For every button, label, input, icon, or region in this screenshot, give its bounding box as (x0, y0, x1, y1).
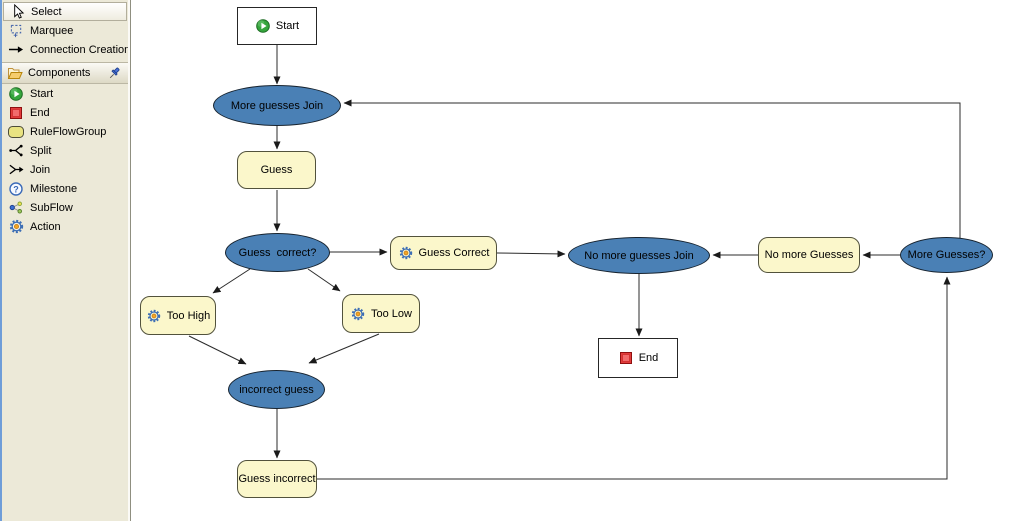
palette-tool-select[interactable]: Select (3, 2, 127, 21)
palette-item-label: Milestone (30, 182, 78, 195)
connector-too-low-to-incorrect-guess[interactable] (308, 333, 380, 364)
gear-icon (398, 245, 414, 261)
palette-tool-label: Marquee (30, 24, 74, 37)
node-more-guesses-question[interactable]: More Guesses? (900, 237, 993, 273)
palette-tool-label: Select (31, 5, 62, 18)
connector-too-high-to-incorrect-guess[interactable] (188, 335, 247, 365)
connections-layer (188, 45, 961, 480)
connector-guess-correct-q-to-too-low[interactable] (307, 268, 341, 292)
node-label: More Guesses? (907, 249, 986, 261)
node-label: No more Guesses (764, 249, 854, 261)
node-label: Start (275, 20, 300, 32)
gear-icon (350, 306, 366, 322)
palette-item-action[interactable]: Action (3, 217, 127, 236)
node-incorrect-guess[interactable]: incorrect guess (228, 370, 325, 409)
node-guess-correct[interactable]: Guess Correct (390, 236, 497, 270)
node-label: Guess (260, 164, 293, 176)
node-label: Too High (166, 309, 211, 322)
palette-item-end[interactable]: End (3, 103, 127, 122)
node-start[interactable]: Start (237, 7, 317, 45)
folder-icon (7, 65, 23, 81)
palette-item-ruleflowgroup[interactable]: RuleFlowGroup (3, 122, 127, 141)
join-icon (8, 162, 24, 178)
start-icon (255, 18, 271, 34)
palette: Select Marquee Connection Creation Compo… (0, 0, 131, 521)
node-too-low[interactable]: Too Low (342, 294, 420, 333)
palette-sash[interactable] (128, 0, 130, 521)
node-no-more-guesses-join[interactable]: No more guesses Join (568, 237, 710, 274)
cursor-icon (9, 4, 25, 20)
node-no-more-guesses[interactable]: No more Guesses (758, 237, 860, 273)
palette-item-start[interactable]: Start (3, 84, 127, 103)
milestone-icon: ? (8, 181, 24, 197)
connector-more-guesses-q-to-more-guesses-join[interactable] (343, 99, 961, 239)
node-label: No more guesses Join (584, 249, 694, 262)
node-label: Guess incorrect (238, 473, 316, 485)
svg-text:?: ? (13, 184, 19, 194)
node-label: Too Low (371, 307, 412, 320)
connector-guess-incorrect-to-more-guesses-q[interactable] (317, 276, 951, 480)
palette-sash-line (130, 0, 131, 521)
start-icon (8, 86, 24, 102)
diagram-canvas[interactable]: Start More guesses Join Guess Guess corr… (132, 0, 1019, 521)
palette-item-label: Split (30, 144, 52, 157)
palette-group-components[interactable]: Components (2, 62, 128, 84)
node-guess[interactable]: Guess (237, 151, 316, 189)
palette-item-label: Action (30, 220, 61, 233)
palette-item-split[interactable]: Split (3, 141, 127, 160)
palette-item-milestone[interactable]: ? Milestone (3, 179, 127, 198)
node-label: End (638, 352, 659, 364)
split-icon (8, 143, 24, 159)
gear-icon (146, 308, 162, 324)
palette-tool-marquee[interactable]: Marquee (3, 21, 127, 40)
palette-item-label: SubFlow (30, 201, 73, 214)
palette-tool-label: Connection Creation (30, 43, 131, 56)
node-label: incorrect guess (239, 383, 314, 396)
pushpin-icon[interactable] (107, 65, 123, 81)
palette-item-label: Start (30, 87, 54, 100)
palette-item-label: End (30, 106, 50, 119)
palette-item-label: RuleFlowGroup (30, 125, 107, 138)
end-icon (618, 350, 634, 366)
node-label: Guess Correct (418, 247, 490, 259)
node-guess-correct-question[interactable]: Guess correct? (225, 233, 330, 272)
palette-item-subflow[interactable]: SubFlow (3, 198, 127, 217)
ruleflowgroup-icon (8, 124, 24, 140)
marquee-icon (8, 23, 24, 39)
node-label: More guesses Join (230, 99, 324, 112)
subflow-icon (8, 200, 24, 216)
palette-tool-connection-creation[interactable]: Connection Creation (3, 40, 131, 59)
node-end[interactable]: End (598, 338, 678, 378)
connector-guess-correct-q-to-too-high[interactable] (212, 268, 251, 294)
node-guess-incorrect[interactable]: Guess incorrect (237, 460, 317, 498)
gear-icon (8, 219, 24, 235)
connector-guess-correct-to-no-more-guesses-join[interactable] (496, 250, 566, 258)
node-more-guesses-join[interactable]: More guesses Join (213, 85, 341, 126)
palette-item-label: Join (30, 163, 51, 176)
node-too-high[interactable]: Too High (140, 296, 216, 335)
palette-item-join[interactable]: Join (3, 160, 127, 179)
connection-arrow-icon (8, 42, 24, 58)
node-label: Guess correct? (238, 246, 317, 259)
end-icon (8, 105, 24, 121)
palette-group-label: Components (28, 67, 91, 79)
